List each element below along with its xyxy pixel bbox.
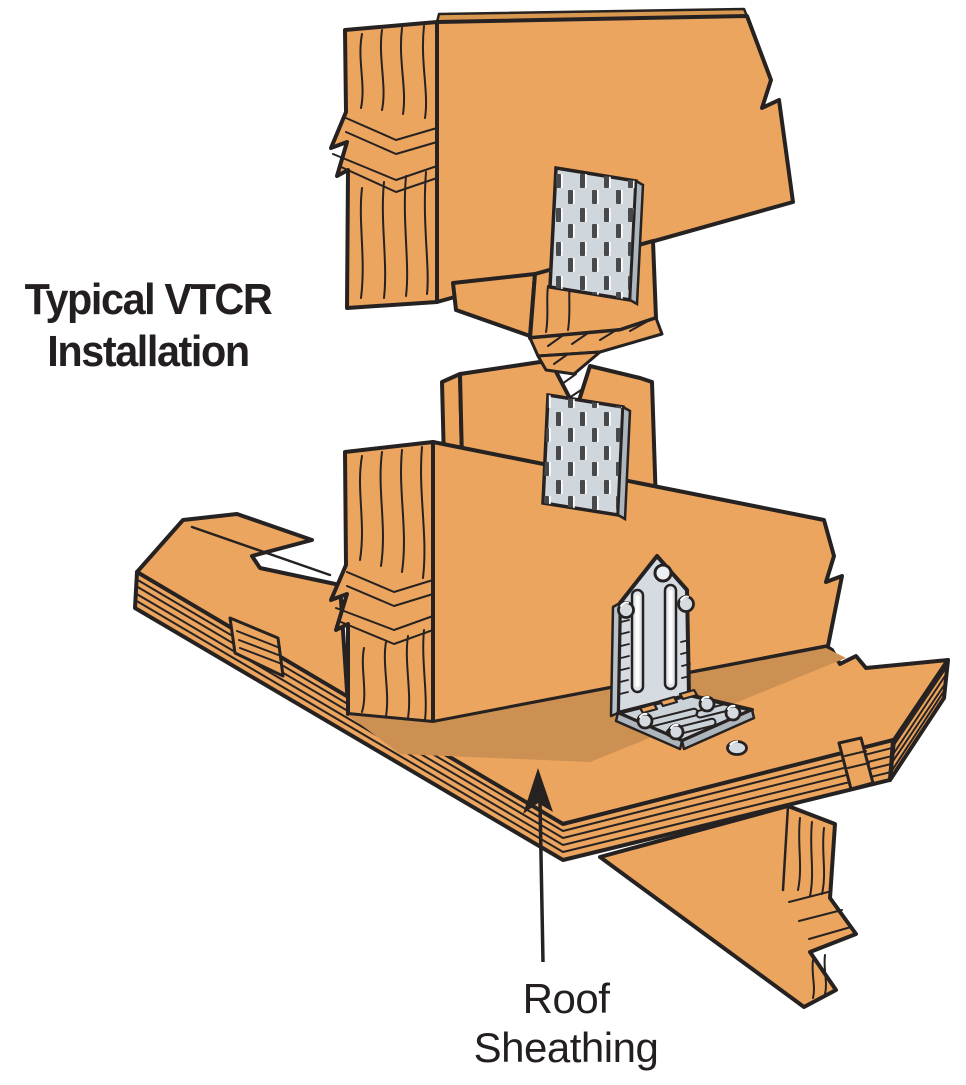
vtcr-emboss	[665, 717, 717, 738]
diagram-title-line2: Installation	[47, 326, 250, 376]
roof-sheathing-label-line1: Roof	[522, 975, 610, 1022]
vtcr-base-screws	[636, 695, 742, 741]
web-upper-side-face	[451, 272, 537, 338]
vtcr-bend-slot	[658, 695, 679, 708]
rafter-beam	[598, 804, 858, 1009]
sheathing-top-face-left	[135, 512, 350, 708]
diagram-title: Typical VTCR Installation	[9, 274, 287, 378]
bottom-chord-grain-end	[329, 440, 435, 724]
vtcr-left-flange	[609, 601, 622, 718]
arrowhead	[523, 768, 553, 814]
loose-fastener	[726, 740, 748, 756]
roof-sheathing-arrow	[523, 768, 553, 963]
vtcr-peak-hole	[653, 563, 673, 583]
top-chord-beam	[329, 7, 795, 310]
plate-edge	[616, 404, 632, 522]
truss-plate-lower	[541, 392, 632, 522]
sheathing-break-left	[228, 616, 285, 678]
rafter-face	[598, 804, 858, 1009]
truss-plate-upper	[548, 165, 645, 307]
vtcr-screw-left	[617, 601, 635, 619]
beam-shadow	[348, 648, 846, 762]
plate-edge	[628, 178, 645, 307]
vtcr-bend-slot	[638, 702, 659, 715]
sheathing-break-right	[837, 736, 875, 791]
vtcr-base-edge-left	[614, 711, 684, 751]
roof-sheathing-label: Roof Sheathing	[396, 974, 736, 1072]
vtcr-connector	[609, 554, 756, 751]
vtcr-bend-slot	[678, 688, 699, 701]
vtcr-screw-right	[677, 595, 695, 613]
roof-sheathing-label-line2: Sheathing	[473, 1024, 659, 1072]
diagram-title-line1: Typical VTCR	[24, 275, 273, 324]
web-upper-break-tip	[536, 350, 602, 376]
